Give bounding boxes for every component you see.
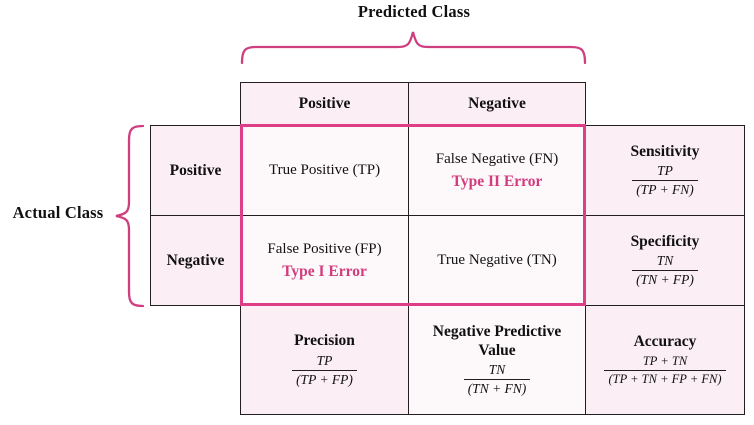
metric-precision-name: Precision xyxy=(294,332,355,350)
metric-specificity-numerator: TN xyxy=(656,253,674,269)
metric-sensitivity-formula: TP (TP + FN) xyxy=(632,163,698,198)
cell-true-positive-label: True Positive (TP) xyxy=(268,162,381,179)
metric-precision-denominator: (TP + FP) xyxy=(292,369,357,388)
metric-accuracy: Accuracy TP + TN (TP + TN + FP + FN) xyxy=(585,305,745,415)
cell-false-positive-label: False Positive (FP) xyxy=(267,241,382,258)
metric-accuracy-numerator: TP + TN xyxy=(642,354,688,369)
column-header-positive: Positive xyxy=(240,82,409,125)
metric-negative-predictive-value-name: Negative Predictive Value xyxy=(432,322,562,359)
predicted-class-title: Predicted Class xyxy=(357,2,471,21)
metric-specificity-denominator: (TN + FP) xyxy=(632,270,698,288)
metric-accuracy-formula: TP + TN (TP + TN + FP + FN) xyxy=(604,354,726,387)
cell-true-positive: True Positive (TP) xyxy=(240,125,409,216)
row-header-positive-label: Positive xyxy=(169,161,222,179)
actual-class-title: Actual Class xyxy=(12,203,104,222)
cell-false-negative-label: False Negative (FN) xyxy=(435,151,559,168)
metric-precision-formula: TP (TP + FP) xyxy=(292,353,357,388)
row-header-negative: Negative xyxy=(150,215,241,306)
metric-sensitivity-name: Sensitivity xyxy=(630,142,700,160)
metric-sensitivity-numerator: TP xyxy=(657,163,673,179)
column-header-positive-label: Positive xyxy=(298,94,351,112)
metric-precision-numerator: TP xyxy=(316,352,333,368)
metric-precision: Precision TP (TP + FP) xyxy=(240,305,409,415)
metric-accuracy-name: Accuracy xyxy=(633,333,697,351)
cell-true-negative-label: True Negative (TN) xyxy=(437,252,557,269)
cell-false-negative-error: Type II Error xyxy=(451,172,543,190)
row-header-negative-label: Negative xyxy=(166,251,225,269)
metric-negative-predictive-value-formula: TN (TN + FN) xyxy=(463,362,531,397)
metric-sensitivity-denominator: (TP + FN) xyxy=(632,180,698,198)
cell-true-negative: True Negative (TN) xyxy=(408,215,586,306)
metric-specificity-formula: TN (TN + FP) xyxy=(632,253,698,288)
cell-false-negative: False Negative (FN) Type II Error xyxy=(408,125,586,216)
metric-specificity-name: Specificity xyxy=(630,232,700,250)
actual-class-brace-icon xyxy=(115,124,145,308)
column-header-negative: Negative xyxy=(408,82,586,125)
cell-false-positive-error: Type I Error xyxy=(282,262,367,280)
row-header-positive: Positive xyxy=(150,125,241,216)
metric-sensitivity: Sensitivity TP (TP + FN) xyxy=(585,125,745,216)
metric-negative-predictive-value-numerator: TN xyxy=(488,362,506,378)
metric-specificity: Specificity TN (TN + FP) xyxy=(585,215,745,306)
metric-accuracy-denominator: (TP + TN + FP + FN) xyxy=(604,369,726,387)
predicted-class-brace-icon xyxy=(240,31,587,65)
metric-negative-predictive-value-denominator: (TN + FN) xyxy=(463,379,531,397)
column-header-negative-label: Negative xyxy=(468,94,526,112)
metric-negative-predictive-value: Negative Predictive Value TN (TN + FN) xyxy=(408,305,586,415)
cell-false-positive: False Positive (FP) Type I Error xyxy=(240,215,409,306)
